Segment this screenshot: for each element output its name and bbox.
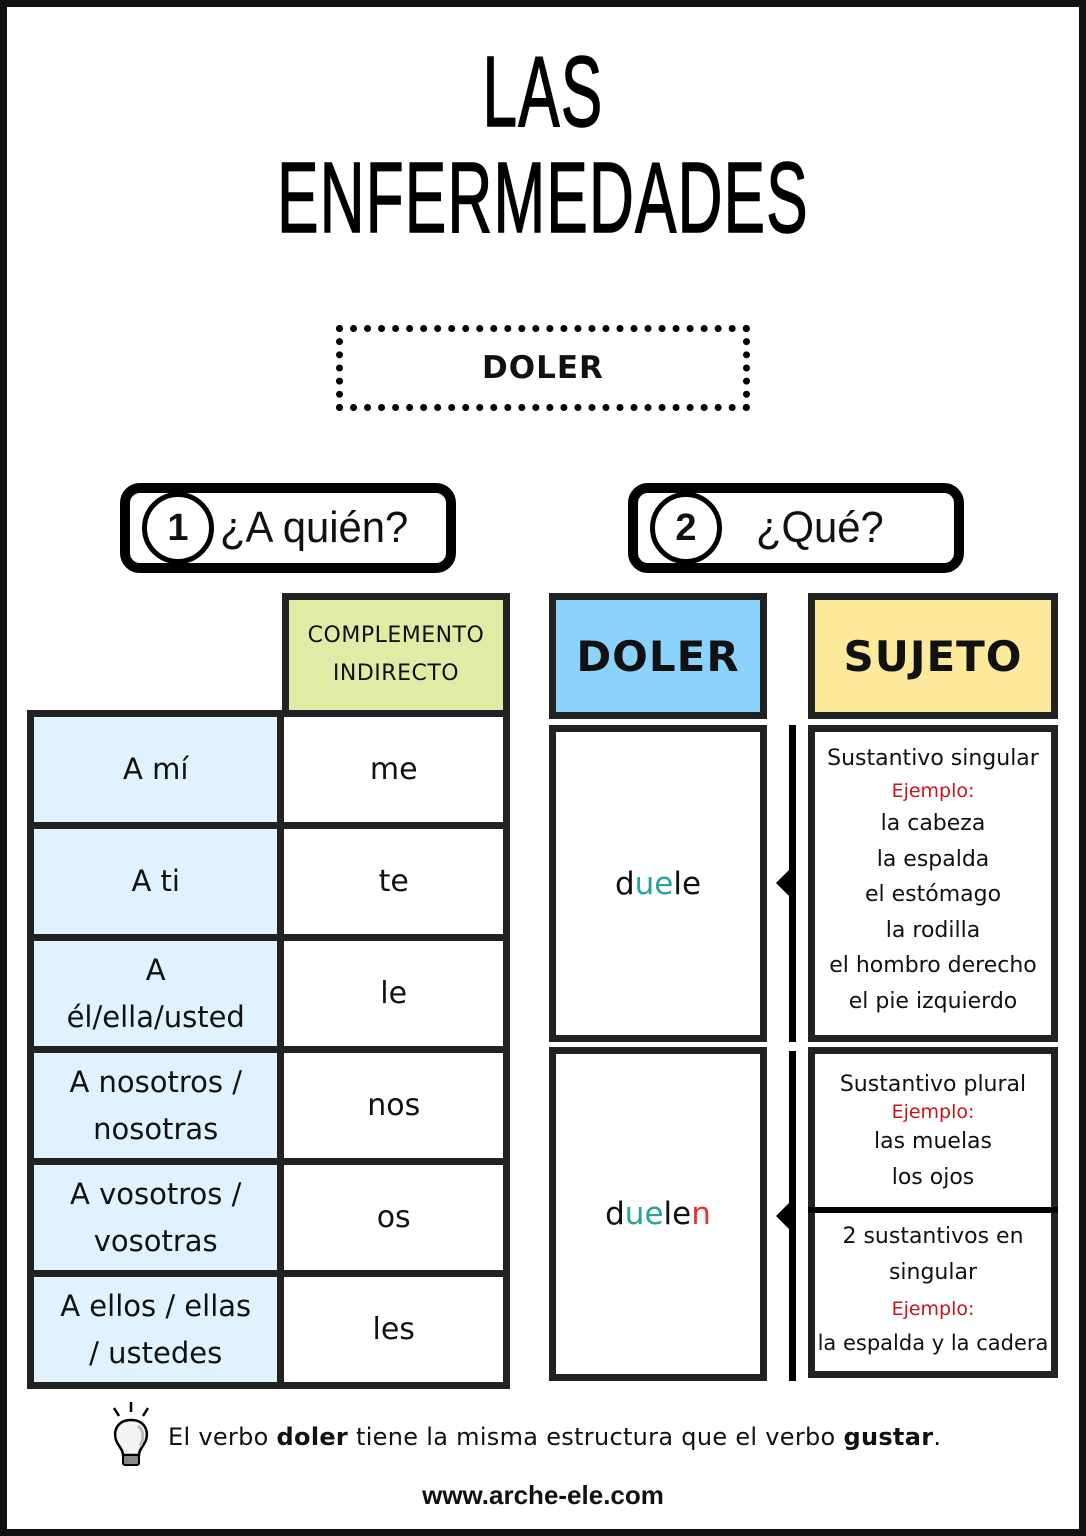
person-text: A vosotros / [70, 1176, 242, 1211]
subject-block-two-singular: 2 sustantivos en singular Ejemplo: la es… [815, 1213, 1051, 1359]
doler-header: DOLER [549, 593, 767, 719]
person-text: A mí [123, 752, 189, 786]
person-text-2: él/ella/usted [66, 999, 245, 1034]
pronoun-cell: les [284, 1277, 503, 1382]
question-who-label: ¿A quién? [220, 503, 409, 552]
bracket-line-plural [789, 1051, 796, 1381]
page-title-2: ENFERMEDADES [0, 142, 1086, 254]
title-line-1: LAS [482, 36, 604, 148]
arrow-left-icon [776, 869, 790, 897]
subject-heading: Sustantivo plural [839, 1072, 1027, 1097]
bracket-line-singular [789, 725, 796, 1042]
table-row: A ellos / ellas / ustedes les [34, 1270, 503, 1382]
number-circle-2: 2 [650, 492, 722, 564]
person-text-2: nosotras [93, 1111, 219, 1146]
stem-change: ue [624, 1196, 664, 1232]
example-item: las muelas [873, 1129, 992, 1154]
sujeto-header: SUJETO [808, 593, 1058, 719]
example-item: la cabeza [880, 811, 986, 836]
question-pill-who: 1 ¿A quién? [120, 483, 456, 573]
stem-change: ue [634, 865, 674, 902]
person-cell: A ellos / ellas / ustedes [34, 1277, 278, 1382]
verb-dotted-box: DOLER [336, 325, 750, 411]
pronoun-cell: os [284, 1165, 503, 1270]
subject-cell-plural: Sustantivo plural Ejemplo: las muelas lo… [808, 1047, 1058, 1378]
person-cell: A mí [34, 717, 278, 822]
tip-text: El verbo doler tiene la misma estructura… [168, 1423, 942, 1451]
person-text: A ellos / ellas [60, 1288, 252, 1323]
question-what-label: ¿Qué? [756, 503, 884, 552]
person-cell: A vosotros / vosotras [34, 1165, 278, 1270]
pronoun-cell: te [284, 829, 503, 934]
person-text: A ti [131, 864, 180, 898]
subject-heading-2: singular [888, 1260, 978, 1285]
table-row: A nosotros / nosotras nos [34, 1046, 503, 1158]
person-text-2: / ustedes [89, 1335, 223, 1370]
verb-cell-plural: duelen [549, 1047, 767, 1381]
subject-heading: Sustantivo singular [827, 746, 1039, 771]
ci-header-line-1: COMPLEMENTO [307, 623, 485, 648]
ci-header-line-2: INDIRECTO [332, 661, 460, 686]
question-pill-what: 2 ¿Qué? [628, 483, 964, 573]
complemento-indirecto-header: COMPLEMENTO INDIRECTO [282, 593, 510, 717]
person-cell: A nosotros / nosotras [34, 1053, 278, 1158]
example-item: el estómago [864, 882, 1002, 907]
lightbulb-icon [108, 1400, 154, 1474]
tip-row: El verbo doler tiene la misma estructura… [108, 1400, 941, 1474]
pronoun-cell: nos [284, 1053, 503, 1158]
verb-cell-singular: duele [549, 725, 767, 1042]
verb-duele: duele [614, 865, 702, 902]
example-label: Ejemplo: [891, 780, 975, 802]
table-row: A vosotros / vosotras os [34, 1158, 503, 1270]
plural-ending: n [691, 1196, 711, 1232]
person-text-2: vosotras [93, 1223, 218, 1258]
number-circle-1: 1 [142, 492, 214, 564]
example-item: la espalda [876, 846, 990, 872]
example-item: el pie izquierdo [848, 988, 1018, 1014]
pronoun-cell: me [284, 717, 503, 822]
example-item: la rodilla [885, 917, 981, 943]
website-link[interactable]: www.arche-ele.com [422, 1480, 664, 1510]
subject-divider [808, 1207, 1058, 1213]
person-text: A [145, 952, 166, 987]
example-label: Ejemplo: [891, 1298, 975, 1320]
table-row: A ti te [34, 822, 503, 934]
arrow-left-icon [776, 1202, 790, 1230]
verb-duelen: duelen [605, 1196, 711, 1232]
table-row: A mí me [34, 710, 503, 822]
verb-box-label: DOLER [482, 350, 604, 386]
example-item: el hombro derecho [829, 953, 1037, 978]
title-line-2: ENFERMEDADES [277, 142, 809, 254]
example-item: la espalda y la cadera [817, 1331, 1049, 1355]
person-cell: A ti [34, 829, 278, 934]
person-text: A nosotros / [69, 1064, 242, 1099]
example-label: Ejemplo: [891, 1101, 975, 1123]
subject-cell-singular: Sustantivo singular Ejemplo: la cabeza l… [808, 725, 1058, 1042]
pronoun-cell: le [284, 941, 503, 1046]
subject-heading: 2 sustantivos en [842, 1224, 1024, 1249]
page-title: LAS [0, 36, 1086, 148]
example-item: los ojos [891, 1164, 975, 1190]
subject-block-plural: Sustantivo plural Ejemplo: las muelas lo… [815, 1054, 1051, 1207]
